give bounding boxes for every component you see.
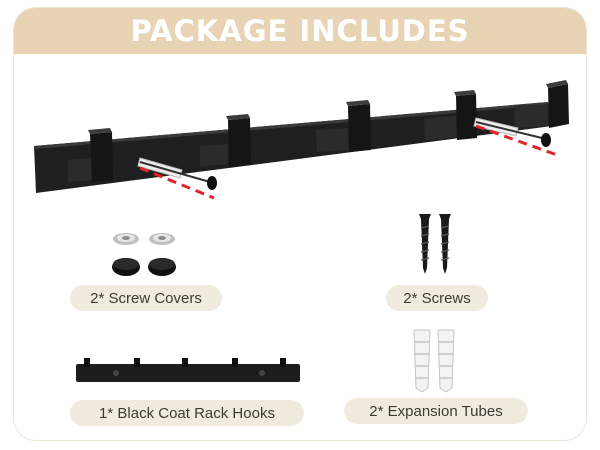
hook-icon [316,100,371,152]
item-label-screws: 2* Screws [386,285,488,311]
expansion-tube-icon [413,329,455,393]
hook-icon [200,114,251,167]
hook-icon [424,90,477,140]
item-label-coat-rack: 1* Black Coat Rack Hooks [70,400,304,426]
package-banner: PACKAGE INCLUDES [14,8,586,54]
item-label-screw-covers: 2* Screw Covers [70,285,222,311]
screw-icon [419,214,451,274]
mounting-guide-left [137,157,217,200]
coat-rack-hooks-illustration [34,80,569,200]
hook-icon [68,128,113,182]
item-label-expansion-tubes: 2* Expansion Tubes [344,398,528,424]
small-coat-rack-icon [76,358,300,382]
hook-icon [514,80,569,128]
screw-cover-icon [112,233,176,276]
mounting-guide-right [473,117,561,158]
page-title: PACKAGE INCLUDES [130,14,470,48]
